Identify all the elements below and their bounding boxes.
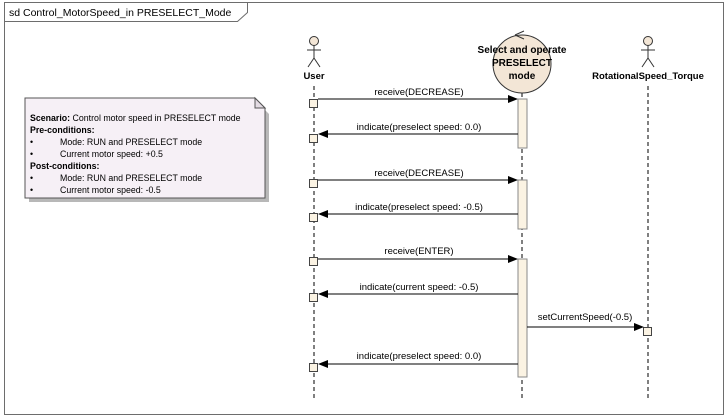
note-scenario-label: Scenario: (30, 113, 70, 123)
note-bullet: • (30, 137, 33, 147)
user-execution-box (309, 179, 318, 188)
user-actor-icon (307, 36, 321, 68)
message-label: setCurrentSpeed(-0.5) (538, 312, 633, 323)
user-execution-box (309, 213, 318, 222)
actor-name-user: User (303, 71, 324, 82)
note-bullet: • (30, 149, 33, 159)
control-name-line1: Select and operate (478, 45, 567, 56)
note-post-item: Mode: RUN and PRESELECT mode (60, 173, 202, 183)
note-pre-item: Mode: RUN and PRESELECT mode (60, 137, 202, 147)
rotational-actor-icon (641, 36, 655, 68)
user-execution-box (309, 257, 318, 266)
user-execution-box (309, 363, 318, 372)
user-execution-box (309, 99, 318, 108)
user-execution-box (309, 134, 318, 143)
actor-name-rotational: RotationalSpeed_Torque (592, 71, 704, 82)
activation-bar (517, 98, 528, 149)
activation-bar (517, 258, 528, 378)
note-postconditions-label: Post-conditions: (30, 161, 99, 171)
control-name-line3: mode (509, 71, 536, 82)
note-bullet: • (30, 173, 33, 183)
scenario-note: Scenario: Control motor speed in PRESELE… (24, 96, 269, 202)
message-label: receive(DECREASE) (374, 87, 463, 98)
diagram-frame (4, 2, 724, 415)
note-preconditions-label: Pre-conditions: (30, 125, 95, 135)
message-label: indicate(preselect speed: 0.0) (357, 351, 482, 362)
user-execution-box (309, 293, 318, 302)
frame-title-tab (4, 2, 248, 22)
frame-title: sd Control_MotorSpeed_in PRESELECT_Mode (9, 7, 232, 19)
message-label: indicate(preselect speed: -0.5) (355, 202, 483, 213)
message-label: indicate(current speed: -0.5) (360, 282, 479, 293)
control-object-icon (492, 30, 552, 94)
note-pre-item: Current motor speed: +0.5 (60, 149, 163, 159)
message-label: indicate(preselect speed: 0.0) (357, 122, 482, 133)
note-scenario-line: Scenario: Control motor speed in PRESELE… (30, 113, 241, 123)
message-label: receive(DECREASE) (374, 168, 463, 179)
note-bullet: • (30, 185, 33, 195)
note-post-item: Current motor speed: -0.5 (60, 185, 161, 195)
note-scenario-text: Control motor speed in PRESELECT mode (70, 113, 241, 123)
activation-bar (517, 179, 528, 230)
message-label: receive(ENTER) (384, 246, 453, 257)
control-name-line2: PRESELECT (492, 58, 552, 69)
rotational-execution-box (643, 327, 652, 336)
